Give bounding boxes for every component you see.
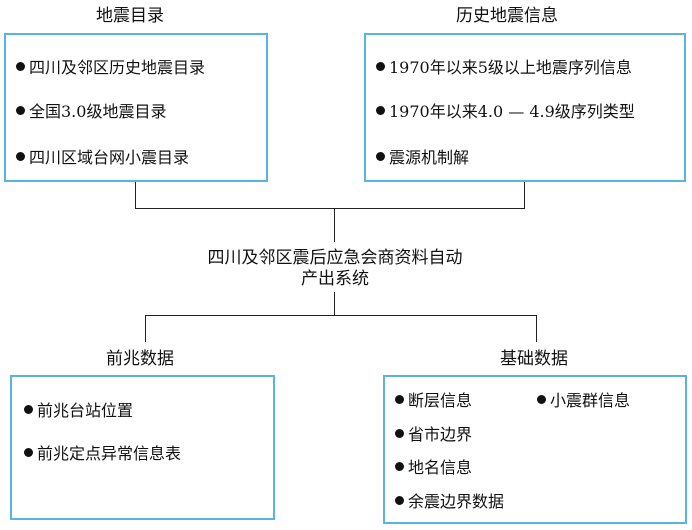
list-item-label: 1970年以来4.0 — 4.9级序列类型 — [389, 102, 635, 121]
precursor-title: 前兆数据 — [106, 349, 174, 369]
list-item-label: 1970年以来5级以上地震序列信息 — [389, 58, 632, 77]
list-item: 省市边界 — [395, 425, 472, 445]
list-item: 1970年以来5级以上地震序列信息 — [376, 58, 632, 78]
bullet-icon — [376, 62, 385, 71]
list-item: 前兆定点异常信息表 — [24, 444, 181, 464]
connector-line — [135, 208, 525, 209]
catalog-title: 地震目录 — [96, 6, 164, 26]
connector-line — [334, 208, 335, 242]
history-title: 历史地震信息 — [456, 6, 558, 26]
bullet-icon — [395, 462, 404, 471]
list-item: 四川及邻区历史地震目录 — [16, 58, 205, 78]
connector-line — [145, 315, 146, 342]
list-item-label: 全国3.0级地震目录 — [29, 102, 167, 121]
bullet-icon — [395, 395, 404, 404]
bullet-icon — [16, 152, 25, 161]
list-item-label: 断层信息 — [408, 391, 473, 410]
bullet-icon — [16, 106, 25, 115]
connector-line — [135, 182, 136, 209]
precursor-box: 前兆台站位置 前兆定点异常信息表 — [10, 375, 275, 520]
connector-line — [145, 315, 537, 316]
system-title-line1: 四川及邻区震后应急会商资料自动 — [207, 248, 463, 268]
list-item-label: 四川及邻区历史地震目录 — [29, 58, 206, 77]
list-item-label: 余震边界数据 — [408, 492, 505, 511]
bullet-icon — [16, 62, 25, 71]
list-item: 余震边界数据 — [395, 492, 504, 512]
bullet-icon — [24, 448, 33, 457]
history-box: 1970年以来5级以上地震序列信息 1970年以来4.0 — 4.9级序列类型 … — [364, 33, 686, 182]
basic-box: 断层信息 小震群信息 省市边界 地名信息 余震边界数据 — [383, 375, 687, 524]
basic-title: 基础数据 — [500, 349, 568, 369]
list-item: 1970年以来4.0 — 4.9级序列类型 — [376, 102, 635, 122]
list-item-label: 小震群信息 — [550, 391, 631, 410]
bullet-icon — [376, 106, 385, 115]
list-item: 震源机制解 — [376, 148, 469, 168]
bullet-icon — [395, 429, 404, 438]
system-title: 四川及邻区震后应急会商资料自动 产出系统 — [180, 248, 490, 290]
bullet-icon — [395, 496, 404, 505]
connector-line — [536, 315, 537, 342]
system-title-line2: 产出系统 — [301, 269, 369, 289]
bullet-icon — [376, 152, 385, 161]
list-item-label: 前兆台站位置 — [37, 401, 134, 420]
list-item: 全国3.0级地震目录 — [16, 102, 166, 122]
connector-line — [334, 292, 335, 316]
list-item-label: 震源机制解 — [389, 148, 470, 167]
list-item-label: 前兆定点异常信息表 — [37, 444, 182, 463]
list-item: 四川区域台网小震目录 — [16, 148, 189, 168]
connector-line — [524, 182, 525, 209]
list-item-label: 四川区域台网小震目录 — [29, 148, 190, 167]
list-item: 地名信息 — [395, 458, 472, 478]
bullet-icon — [24, 405, 33, 414]
bullet-icon — [537, 395, 546, 404]
list-item-label: 省市边界 — [408, 425, 473, 444]
catalog-box: 四川及邻区历史地震目录 全国3.0级地震目录 四川区域台网小震目录 — [4, 33, 268, 182]
list-item-label: 地名信息 — [408, 458, 473, 477]
list-item: 断层信息 — [395, 391, 472, 411]
list-item: 小震群信息 — [537, 391, 630, 411]
list-item: 前兆台站位置 — [24, 401, 133, 421]
